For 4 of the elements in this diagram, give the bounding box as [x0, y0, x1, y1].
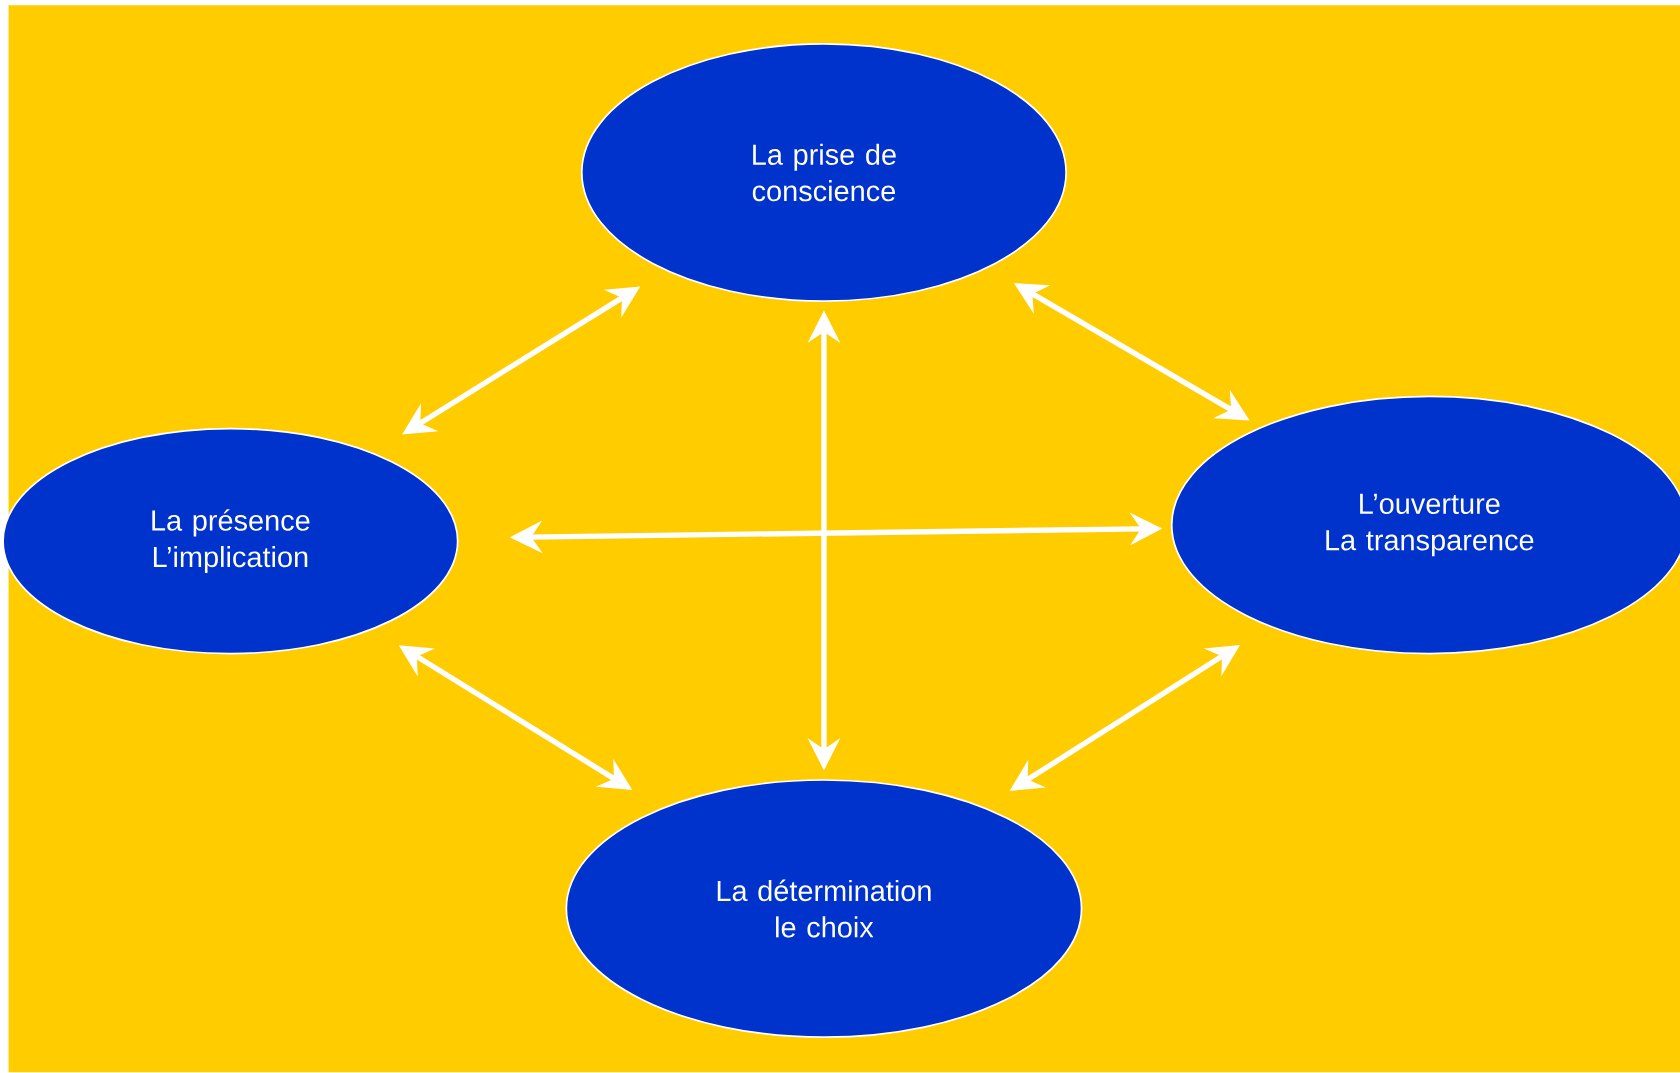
ellipse-node: La présence L’implication: [2, 427, 459, 655]
ellipse-node: La détermination le choix: [565, 779, 1083, 1039]
ellipse-node: L’ouverture La transparence: [1170, 395, 1680, 655]
ellipse-node: La prise de conscience: [580, 43, 1067, 303]
